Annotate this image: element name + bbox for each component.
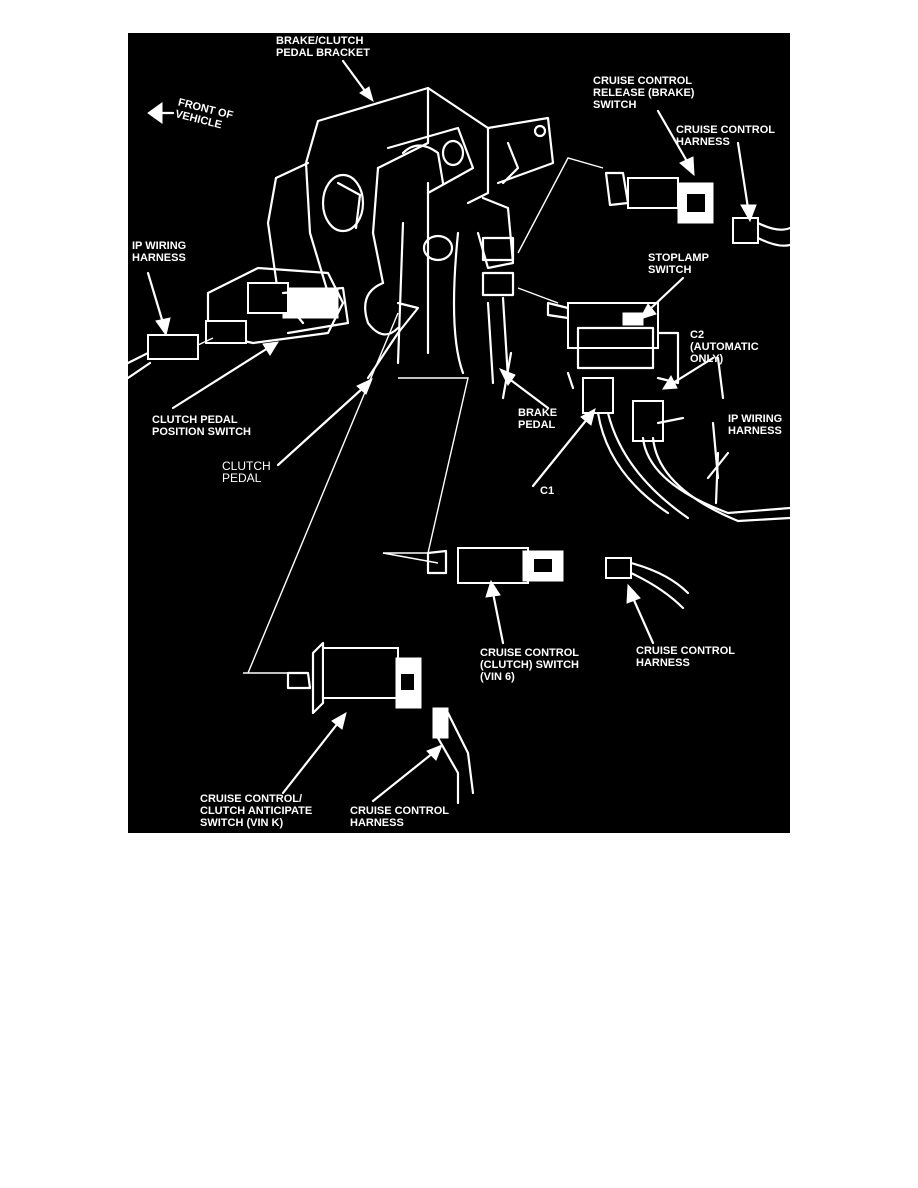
label-clutch-position-switch: CLUTCH PEDAL POSITION SWITCH [152,414,251,438]
label-anticipate-switch: CRUISE CONTROL/ CLUTCH ANTICIPATE SWITCH… [200,793,313,829]
label-cc-clutch-switch: CRUISE CONTROL (CLUTCH) SWITCH (VIN 6) [480,647,579,683]
label-cc-harness-top: CRUISE CONTROL HARNESS [676,124,775,148]
label-bracket: BRAKE/CLUTCH PEDAL BRACKET [276,35,370,59]
pedal-switch-diagram: BRAKE/CLUTCH PEDAL BRACKET FRONT OF VEHI… [128,33,790,833]
diagram-artwork [128,59,790,805]
release-switch-drawing [604,171,790,247]
label-clutch-pedal: CLUTCH PEDAL [222,459,271,485]
pedal-bracket-drawing [266,86,555,385]
clutch-pedal-drawing [243,157,604,674]
label-release-switch: CRUISE CONTROL RELEASE (BRAKE) SWITCH [593,75,695,111]
label-ip-harness-right: IP WIRING HARNESS [728,413,783,437]
label-brake-pedal: BRAKE PEDAL [518,407,558,431]
label-ip-harness-left: IP WIRING HARNESS [132,240,187,264]
clutch-position-switch-drawing [128,266,350,380]
label-c1: C1 [540,485,555,497]
anticipate-switch-drawing [286,641,475,805]
label-c2: C2 (AUTOMATIC ONLY) [690,329,759,365]
label-cc-harness-bottom: CRUISE CONTROL HARNESS [350,805,449,829]
stoplamp-switch-drawing [546,301,790,523]
label-stoplamp-switch: STOPLAMP SWITCH [648,252,709,276]
clutch-switch-vin6-drawing [426,547,690,610]
label-cc-harness-mid: CRUISE CONTROL HARNESS [636,645,735,669]
leader-arrows [146,59,757,803]
